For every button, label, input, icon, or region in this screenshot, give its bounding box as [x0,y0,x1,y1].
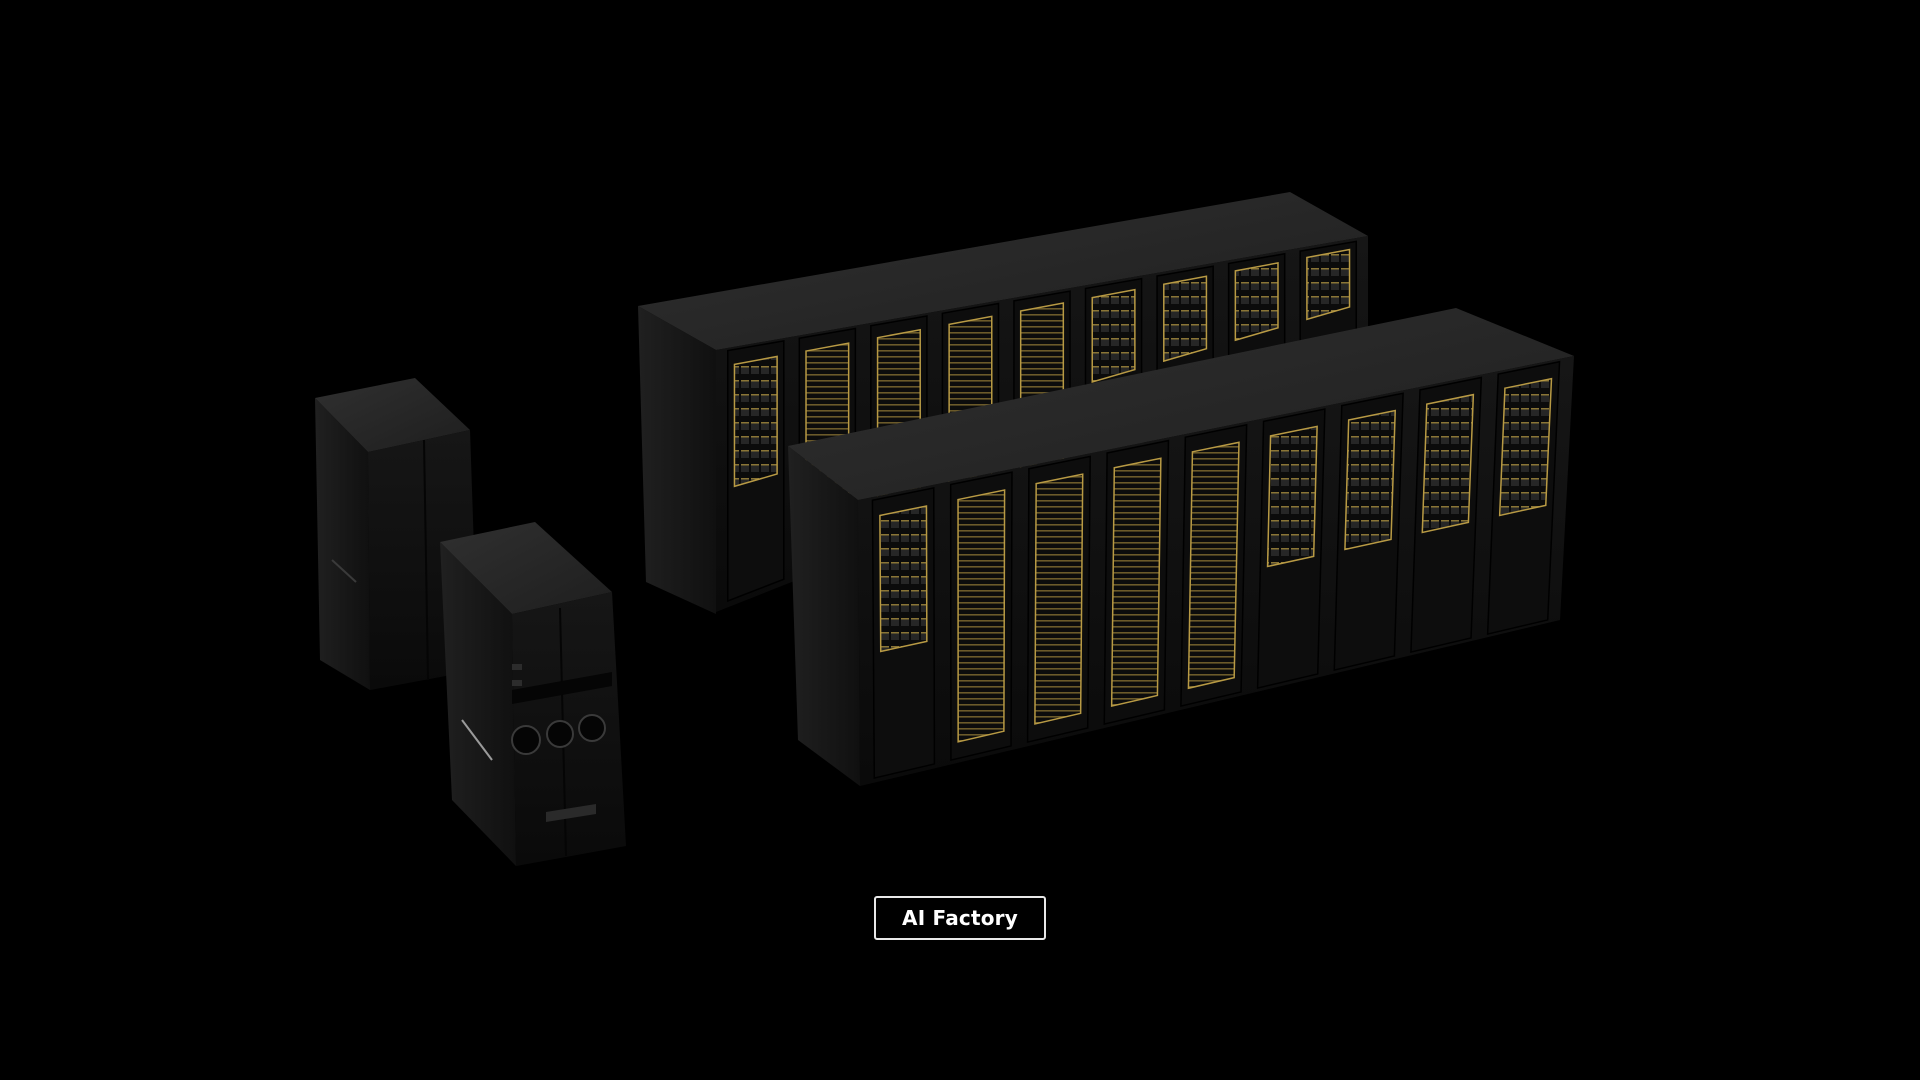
rack-panel [1266,425,1318,568]
cooling-unit [440,522,626,866]
rack-panel [1498,377,1553,517]
standalone-cabinet [315,378,478,690]
rack-panel [879,505,928,653]
front-server-rack-row [788,308,1574,786]
rack-panel [1091,288,1136,383]
rack-panel [1034,473,1084,725]
rack-panel [957,489,1006,743]
rack-panel [1344,409,1397,551]
rack-panel [1234,262,1279,342]
rack-panel [1110,457,1162,708]
rack-panel [733,355,778,488]
rack-panel [1421,393,1475,534]
rack-panel [1187,441,1240,690]
fan-vents [511,714,606,755]
rack-panel [1306,248,1351,321]
rack-panel [1163,275,1208,363]
ai-factory-label: AI Factory [874,896,1046,940]
